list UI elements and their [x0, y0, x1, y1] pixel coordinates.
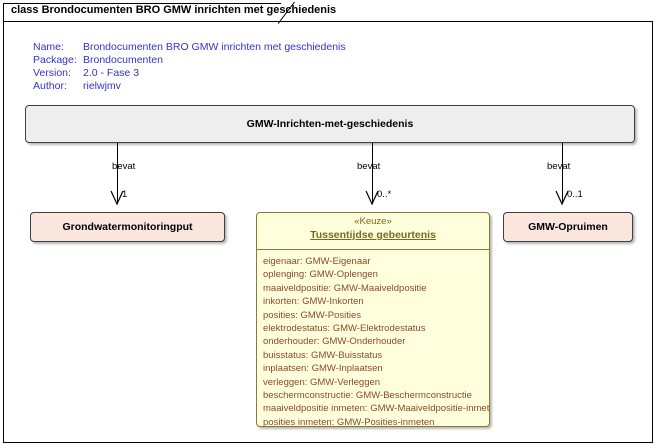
metadata-value-version: 2.0 - Fase 3	[83, 67, 140, 79]
class-name-keuze: Tussentijdse gebeurtenis	[310, 229, 436, 241]
class-name-put: Grondwatermonitoringput	[62, 221, 193, 233]
class-box-tussentijdse-gebeurtenis[interactable]: «Keuze» Tussentijdse gebeurtenis eigenaa…	[256, 212, 490, 427]
arrowhead-opruimen	[555, 190, 569, 206]
class-attribute: elektrodestatus: GMW-Elektrodestatus	[263, 323, 426, 335]
class-attribute: onderhouder: GMW-Onderhouder	[263, 336, 406, 348]
class-attribute: posities: GMW-Posities	[263, 309, 362, 321]
class-box-gmw-opruimen[interactable]: GMW-Opruimen	[503, 212, 633, 242]
class-attribute: posities inmeten: GMW-Posities-inmeten	[263, 416, 435, 427]
class-name-opruimen: GMW-Opruimen	[528, 221, 608, 233]
diagram-frame-tab-shape	[3, 3, 281, 22]
metadata-value-author: rielwjmv	[83, 80, 121, 92]
class-box-grondwatermonitoringput[interactable]: Grondwatermonitoringput	[30, 212, 225, 242]
metadata-value-name: Brondocumenten BRO GMW inrichten met ges…	[83, 41, 346, 53]
association-multiplicity-keuze: 0..*	[377, 189, 392, 200]
diagram-frame-top-edge	[280, 21, 653, 22]
metadata-key-author: Author:	[33, 80, 67, 92]
metadata-key-version: Version:	[33, 67, 71, 79]
metadata-row-author: Author: rielwjmv	[33, 80, 346, 93]
class-attribute: beschermconstructie: GMW-Beschermconstru…	[263, 390, 472, 402]
class-header-keuze: «Keuze» Tussentijdse gebeurtenis	[257, 213, 489, 250]
class-name-root: GMW-Inrichten-met-geschiedenis	[246, 118, 414, 130]
class-stereotype-keuze: «Keuze»	[354, 216, 392, 227]
association-label-put: bevat	[112, 161, 136, 172]
association-line-keuze	[372, 143, 373, 204]
class-attribute: inplaatsen: GMW-Inplaatsen	[263, 363, 383, 375]
diagram-metadata: Name: Brondocumenten BRO GMW inrichten m…	[33, 41, 346, 93]
class-attribute: verleggen: GMW-Verleggen	[263, 376, 381, 388]
diagram-title: class Brondocumenten BRO GMW inrichten m…	[11, 4, 337, 16]
association-line-opruimen	[562, 143, 563, 204]
class-box-gmw-inrichten-met-geschiedenis[interactable]: GMW-Inrichten-met-geschiedenis	[25, 105, 635, 143]
association-multiplicity-put: 1	[122, 189, 128, 200]
class-attribute: eigenaar: GMW-Eigenaar	[263, 256, 371, 267]
class-attribute: maaiveldpositie inmeten: GMW-Maaiveldpos…	[263, 403, 490, 415]
metadata-row-package: Package: Brondocumenten	[33, 54, 346, 67]
class-attribute: buisstatus: GMW-Buisstatus	[263, 349, 383, 361]
class-attribute: maaiveldpositie: GMW-Maaiveldpositie	[263, 282, 427, 294]
diagram-frame-tab	[3, 1, 295, 24]
metadata-row-version: Version: 2.0 - Fase 3	[33, 67, 346, 80]
association-multiplicity-opruimen: 0..1	[567, 189, 583, 200]
arrowhead-put	[110, 190, 124, 206]
class-attribute: oplenging: GMW-Oplengen	[263, 269, 378, 281]
association-label-opruimen: bevat	[547, 161, 571, 172]
arrowhead-keuze	[365, 190, 379, 206]
metadata-key-package: Package:	[33, 54, 77, 66]
metadata-value-package: Brondocumenten	[83, 54, 163, 66]
metadata-row-name: Name: Brondocumenten BRO GMW inrichten m…	[33, 41, 346, 54]
class-attribute: inkorten: GMW-Inkorten	[263, 296, 364, 308]
association-label-keuze: bevat	[357, 161, 381, 172]
class-attribute-list: eigenaar: GMW-Eigenaar oplenging: GMW-Op…	[257, 250, 490, 427]
association-line-put	[117, 143, 118, 204]
metadata-key-name: Name:	[33, 41, 64, 53]
